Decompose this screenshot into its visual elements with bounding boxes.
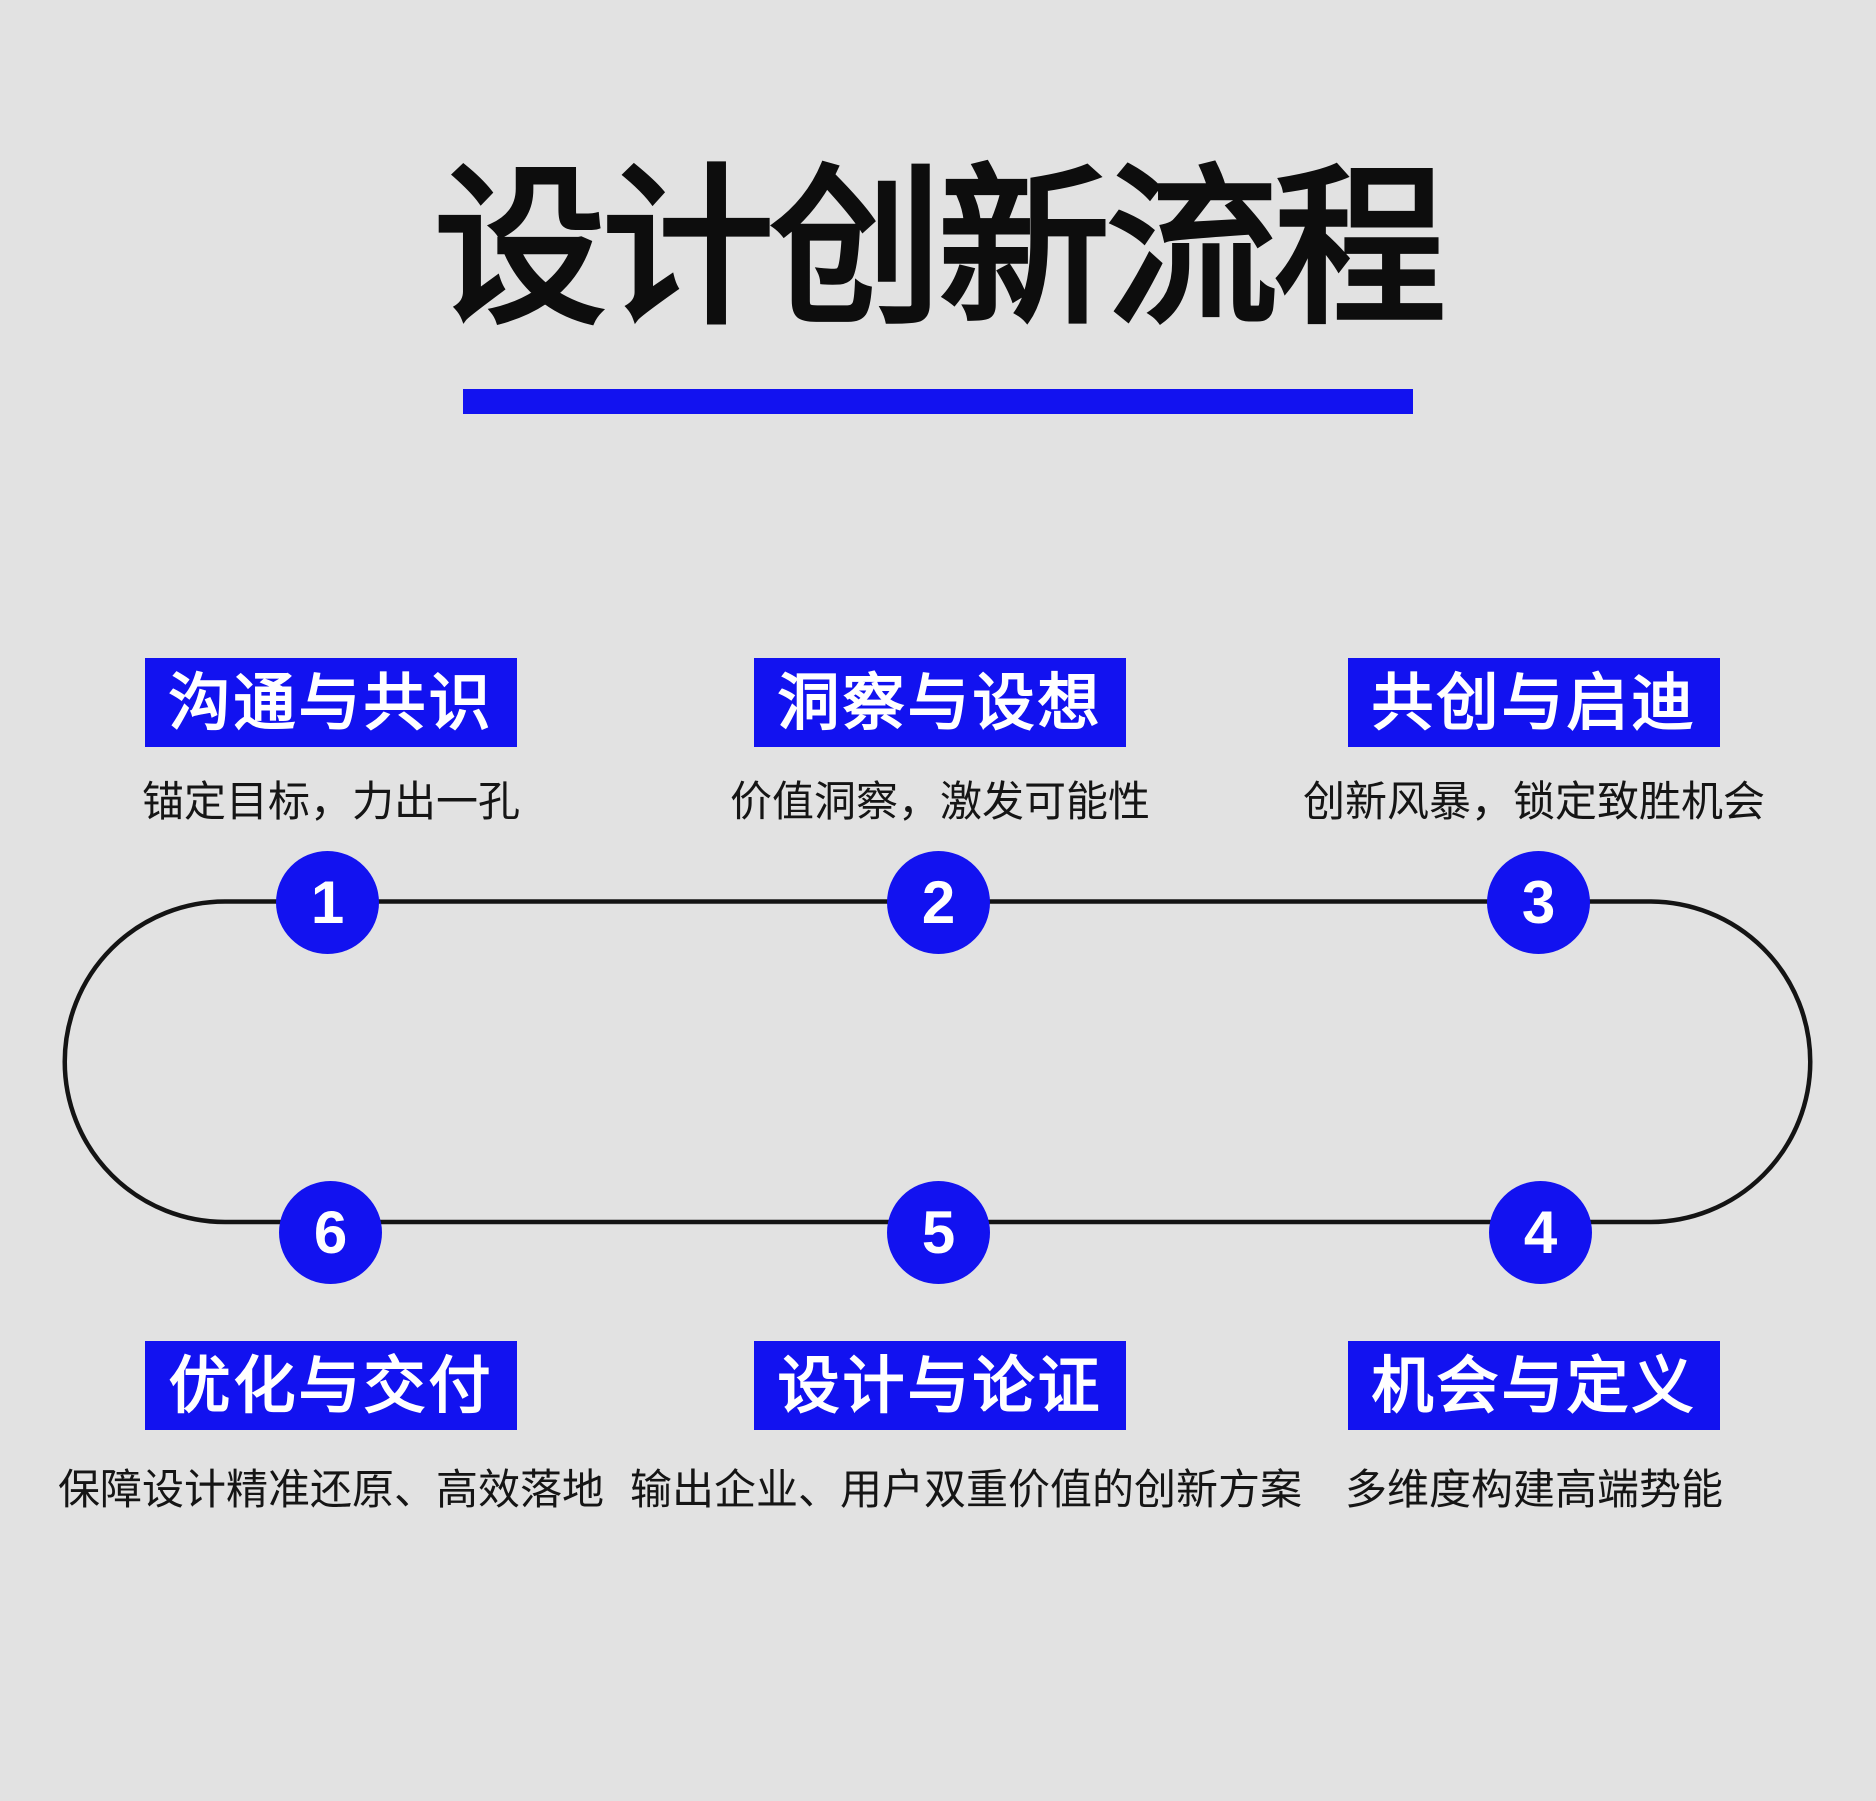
step-1-label-box: 沟通与共识 bbox=[145, 658, 517, 747]
step-5-label-box: 设计与论证 bbox=[754, 1341, 1126, 1430]
loop-node-5: 5 bbox=[887, 1181, 990, 1284]
step-2-description: 价值洞察，激发可能性 bbox=[729, 778, 1150, 825]
step-4-opportunity-definition: 机会与定义 多维度构建高端势能 bbox=[1224, 1341, 1844, 1517]
step-6-description: 保障设计精准还原、高效落地 bbox=[57, 1466, 604, 1513]
step-1-description: 锚定目标，力出一孔 bbox=[141, 778, 520, 825]
loop-node-2: 2 bbox=[887, 851, 990, 954]
loop-node-6: 6 bbox=[279, 1181, 382, 1284]
page-title: 设计创新流程 bbox=[434, 153, 1446, 345]
step-5-description: 输出企业、用户双重价值的创新方案 bbox=[630, 1466, 1303, 1513]
process-loop-line bbox=[62, 899, 1813, 1225]
step-5-design-validation: 设计与论证 输出企业、用户双重价值的创新方案 bbox=[630, 1341, 1303, 1517]
step-4-description: 多维度构建高端势能 bbox=[1344, 1466, 1723, 1513]
title-underline-bar bbox=[463, 389, 1413, 414]
step-3-label-box: 共创与启迪 bbox=[1348, 658, 1720, 747]
step-1-communication-consensus: 沟通与共识 锚定目标，力出一孔 bbox=[21, 658, 641, 829]
loop-node-4: 4 bbox=[1489, 1181, 1592, 1284]
step-3-description: 创新风暴，锁定致胜机会 bbox=[1302, 778, 1765, 825]
step-2-insight-vision: 洞察与设想 价值洞察，激发可能性 bbox=[630, 658, 1250, 829]
loop-node-1: 1 bbox=[276, 851, 379, 954]
loop-node-3: 3 bbox=[1487, 851, 1590, 954]
step-2-label-box: 洞察与设想 bbox=[754, 658, 1126, 747]
step-6-optimization-delivery: 优化与交付 保障设计精准还原、高效落地 bbox=[21, 1341, 641, 1517]
step-6-label-box: 优化与交付 bbox=[145, 1341, 517, 1430]
step-3-cocreation-inspiration: 共创与启迪 创新风暴，锁定致胜机会 bbox=[1224, 658, 1844, 829]
step-4-label-box: 机会与定义 bbox=[1348, 1341, 1720, 1430]
